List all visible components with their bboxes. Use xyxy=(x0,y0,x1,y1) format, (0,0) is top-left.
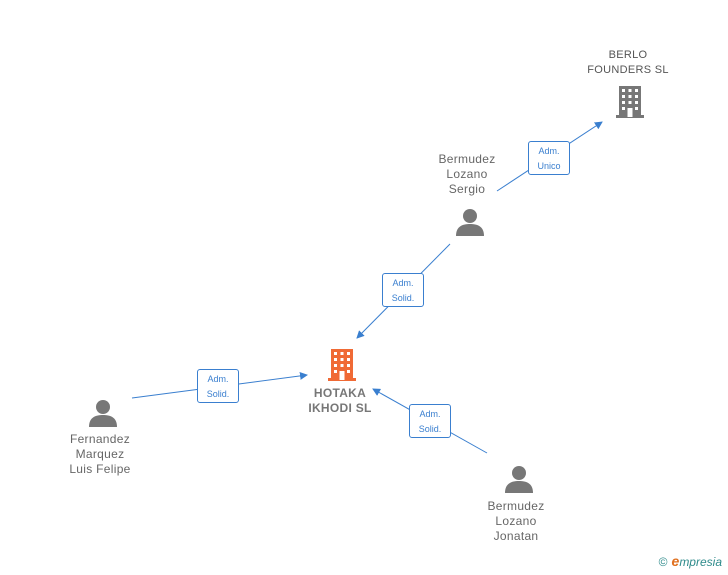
building-icon[interactable] xyxy=(614,84,646,118)
person-name-line: Lozano xyxy=(446,167,488,181)
person-name-line: Luis Felipe xyxy=(69,462,131,476)
edge-role-line: Adm. xyxy=(207,374,229,384)
company-label-berlo[interactable]: BERLO FOUNDERS SL xyxy=(568,48,688,78)
person-name-line: Bermudez xyxy=(438,152,496,166)
person-name-line: Jonatan xyxy=(493,529,539,543)
person-icon-sergio[interactable] xyxy=(456,209,484,236)
person-name-line: Sergio xyxy=(448,182,486,196)
person-icon-jonatan[interactable] xyxy=(505,466,533,493)
brand-name-rest: mpresia xyxy=(679,555,722,569)
company-name-line: IKHODI SL xyxy=(308,401,372,415)
edge-role-line: Solid. xyxy=(206,389,230,399)
edge-role-line: Adm. xyxy=(419,409,441,419)
edge-role-felipe-hotaka[interactable]: Adm. Solid. xyxy=(197,369,239,403)
company-name-line: HOTAKA xyxy=(313,386,367,400)
edge-role-line: Solid. xyxy=(418,424,442,434)
edge-role-sergio-hotaka[interactable]: Adm. Solid. xyxy=(382,273,424,307)
edge-role-line: Unico xyxy=(537,161,561,171)
person-label-jonatan[interactable]: Bermudez Lozano Jonatan xyxy=(456,499,576,544)
edge-role-line: Adm. xyxy=(392,278,414,288)
person-name-line: Bermudez xyxy=(487,499,545,513)
person-name-line: Lozano xyxy=(495,514,537,528)
company-name-line: BERLO xyxy=(608,49,648,61)
edge-role-sergio-berlo[interactable]: Adm. Unico xyxy=(528,141,570,175)
brand-logo: ©empresia xyxy=(659,553,722,569)
company-name-line: FOUNDERS SL xyxy=(587,64,669,76)
copyright-symbol: © xyxy=(658,555,668,569)
edge-role-jonatan-hotaka[interactable]: Adm. Solid. xyxy=(409,404,451,438)
person-label-felipe[interactable]: Fernandez Marquez Luis Felipe xyxy=(40,432,160,477)
company-label-hotaka[interactable]: HOTAKA IKHODI SL xyxy=(280,386,400,416)
person-icon-felipe[interactable] xyxy=(89,400,117,427)
person-label-sergio[interactable]: Bermudez Lozano Sergio xyxy=(407,152,527,197)
person-name-line: Marquez xyxy=(75,447,125,461)
person-name-line: Fernandez xyxy=(69,432,131,446)
edge-role-line: Adm. xyxy=(538,146,560,156)
main-company-building-icon[interactable] xyxy=(328,349,356,381)
edge-role-line: Solid. xyxy=(391,293,415,303)
brand-first-letter: e xyxy=(671,553,680,569)
